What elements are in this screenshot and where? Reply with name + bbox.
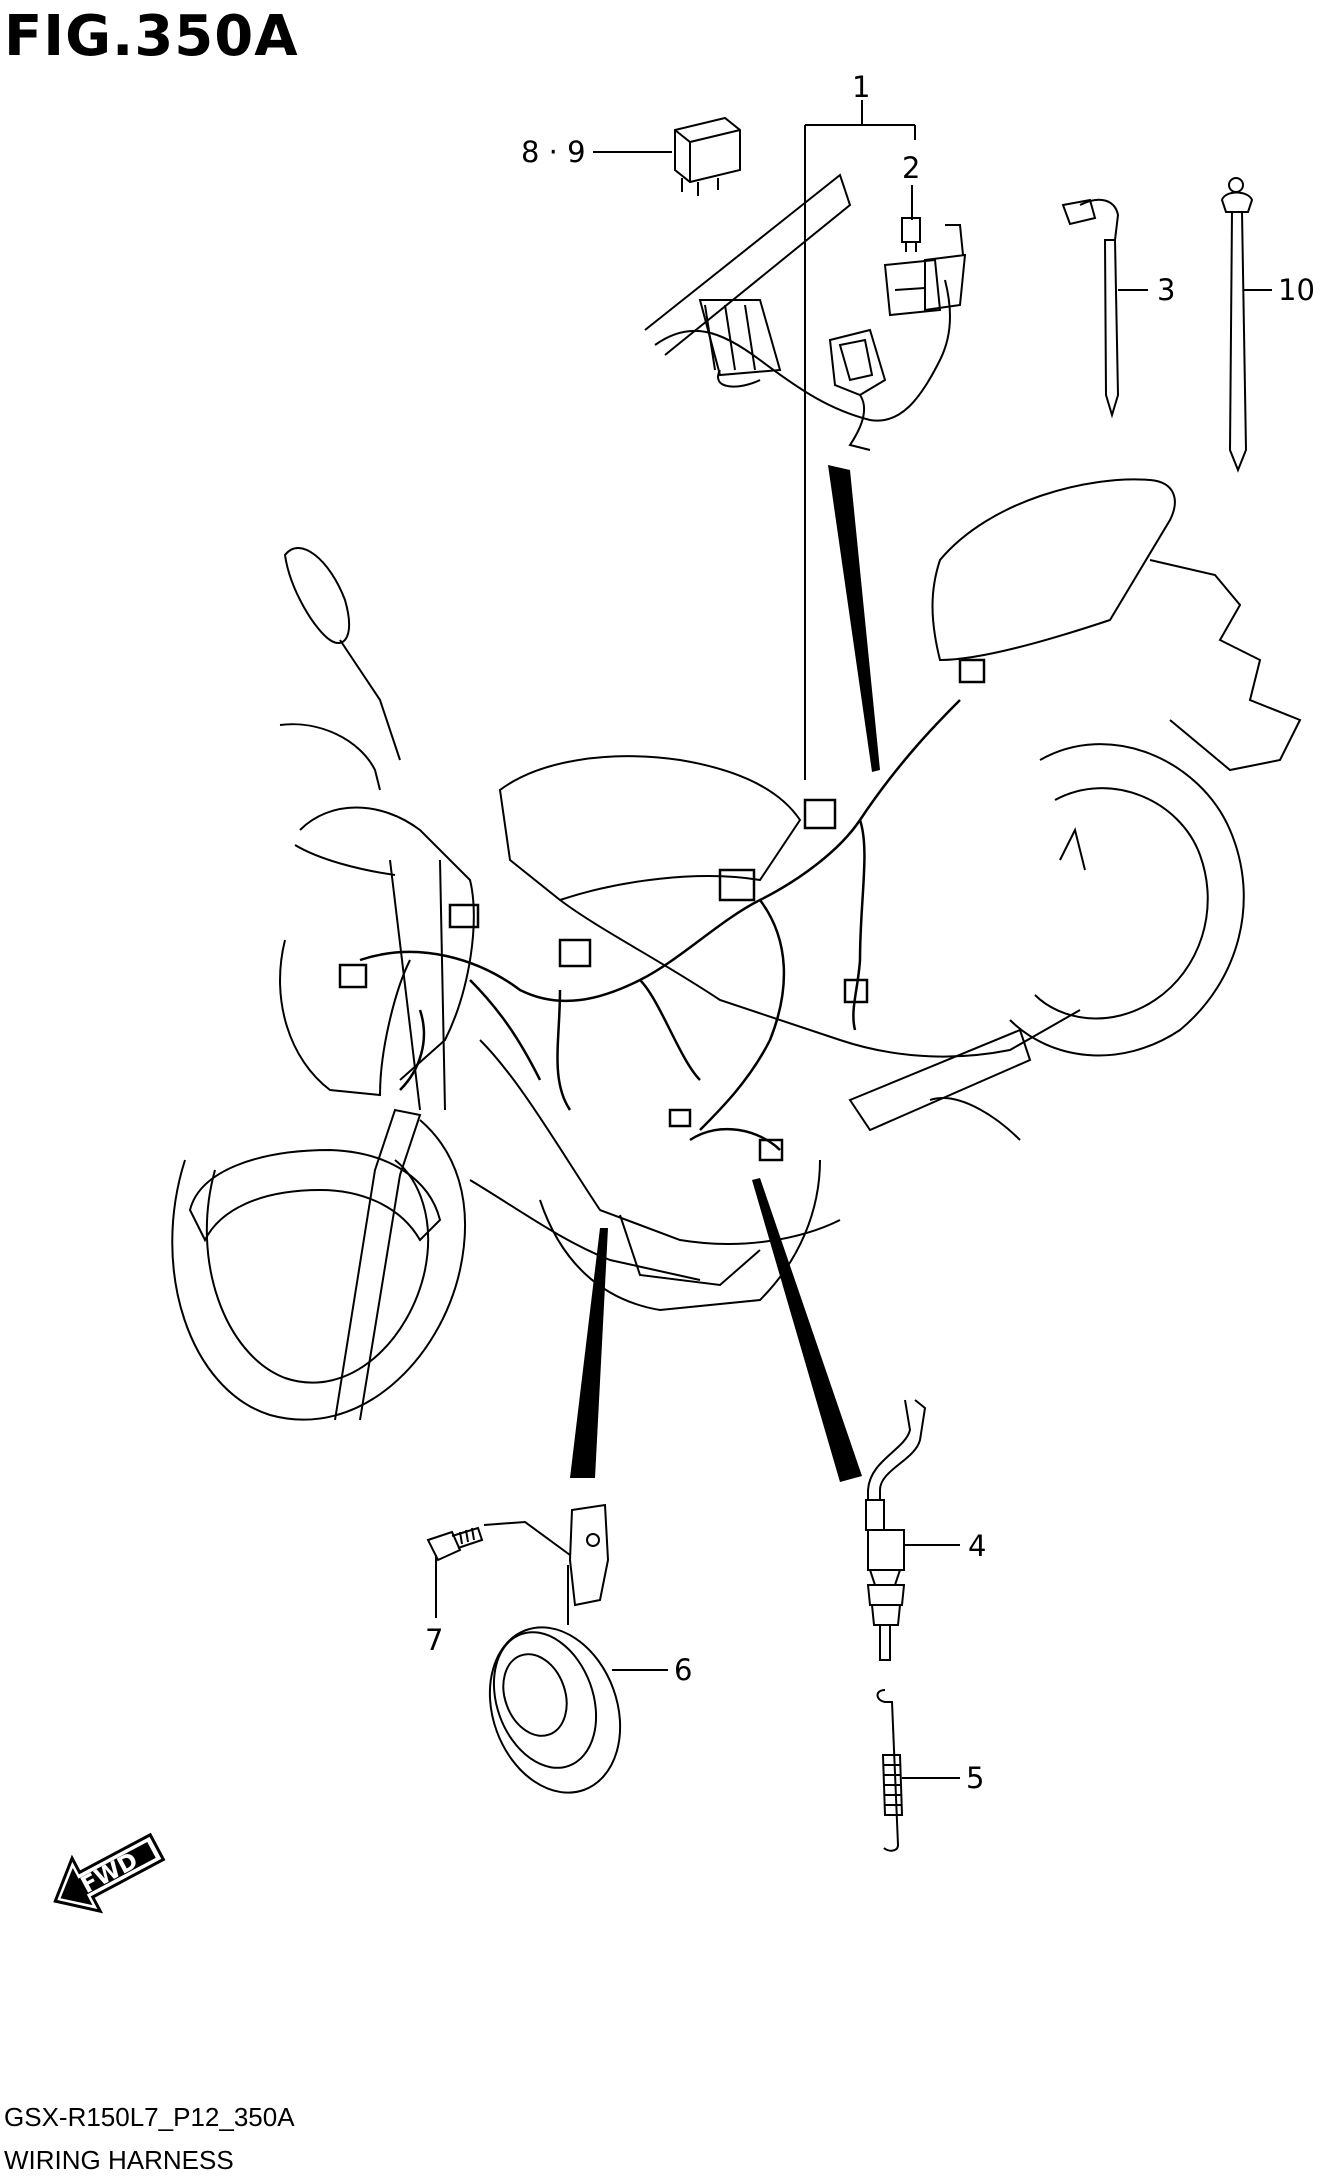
main-harness-detail [644,173,967,451]
callout-10: 10 [1278,273,1315,307]
callout-6: 6 [674,1653,692,1687]
part-8-9-relay [674,116,741,196]
leader-wedges [570,465,880,1482]
part-5-clip [876,1689,904,1852]
motorcycle-outline [171,478,1302,1421]
callout-7: 7 [425,1623,443,1657]
callout-8-9: 8 · 9 [521,135,586,169]
part-3-clamp-tie [1061,198,1120,419]
wiring-harness-on-bike [338,658,986,1162]
callout-2: 2 [902,151,920,185]
callout-leaders [435,100,1272,1779]
callout-5: 5 [966,1761,984,1795]
fwd-arrow-icon: FWD [53,1832,166,1914]
figure-code: GSX-R150L7_P12_350A [4,2102,295,2132]
callout-labels: 1 2 3 4 5 6 7 8 · 9 10 [425,70,1315,1795]
callout-4: 4 [968,1529,986,1563]
part-6-horn [488,1503,622,1794]
callout-1: 1 [852,70,870,104]
figure-title: FIG.350A [4,4,299,69]
callout-3: 3 [1157,273,1175,307]
part-10-cable-tie [1220,177,1254,473]
part-2-fuse [901,217,921,252]
part-4-sensor [865,1399,927,1661]
part-7-bolt [426,1526,484,1562]
figure-name: WIRING HARNESS [4,2145,234,2175]
